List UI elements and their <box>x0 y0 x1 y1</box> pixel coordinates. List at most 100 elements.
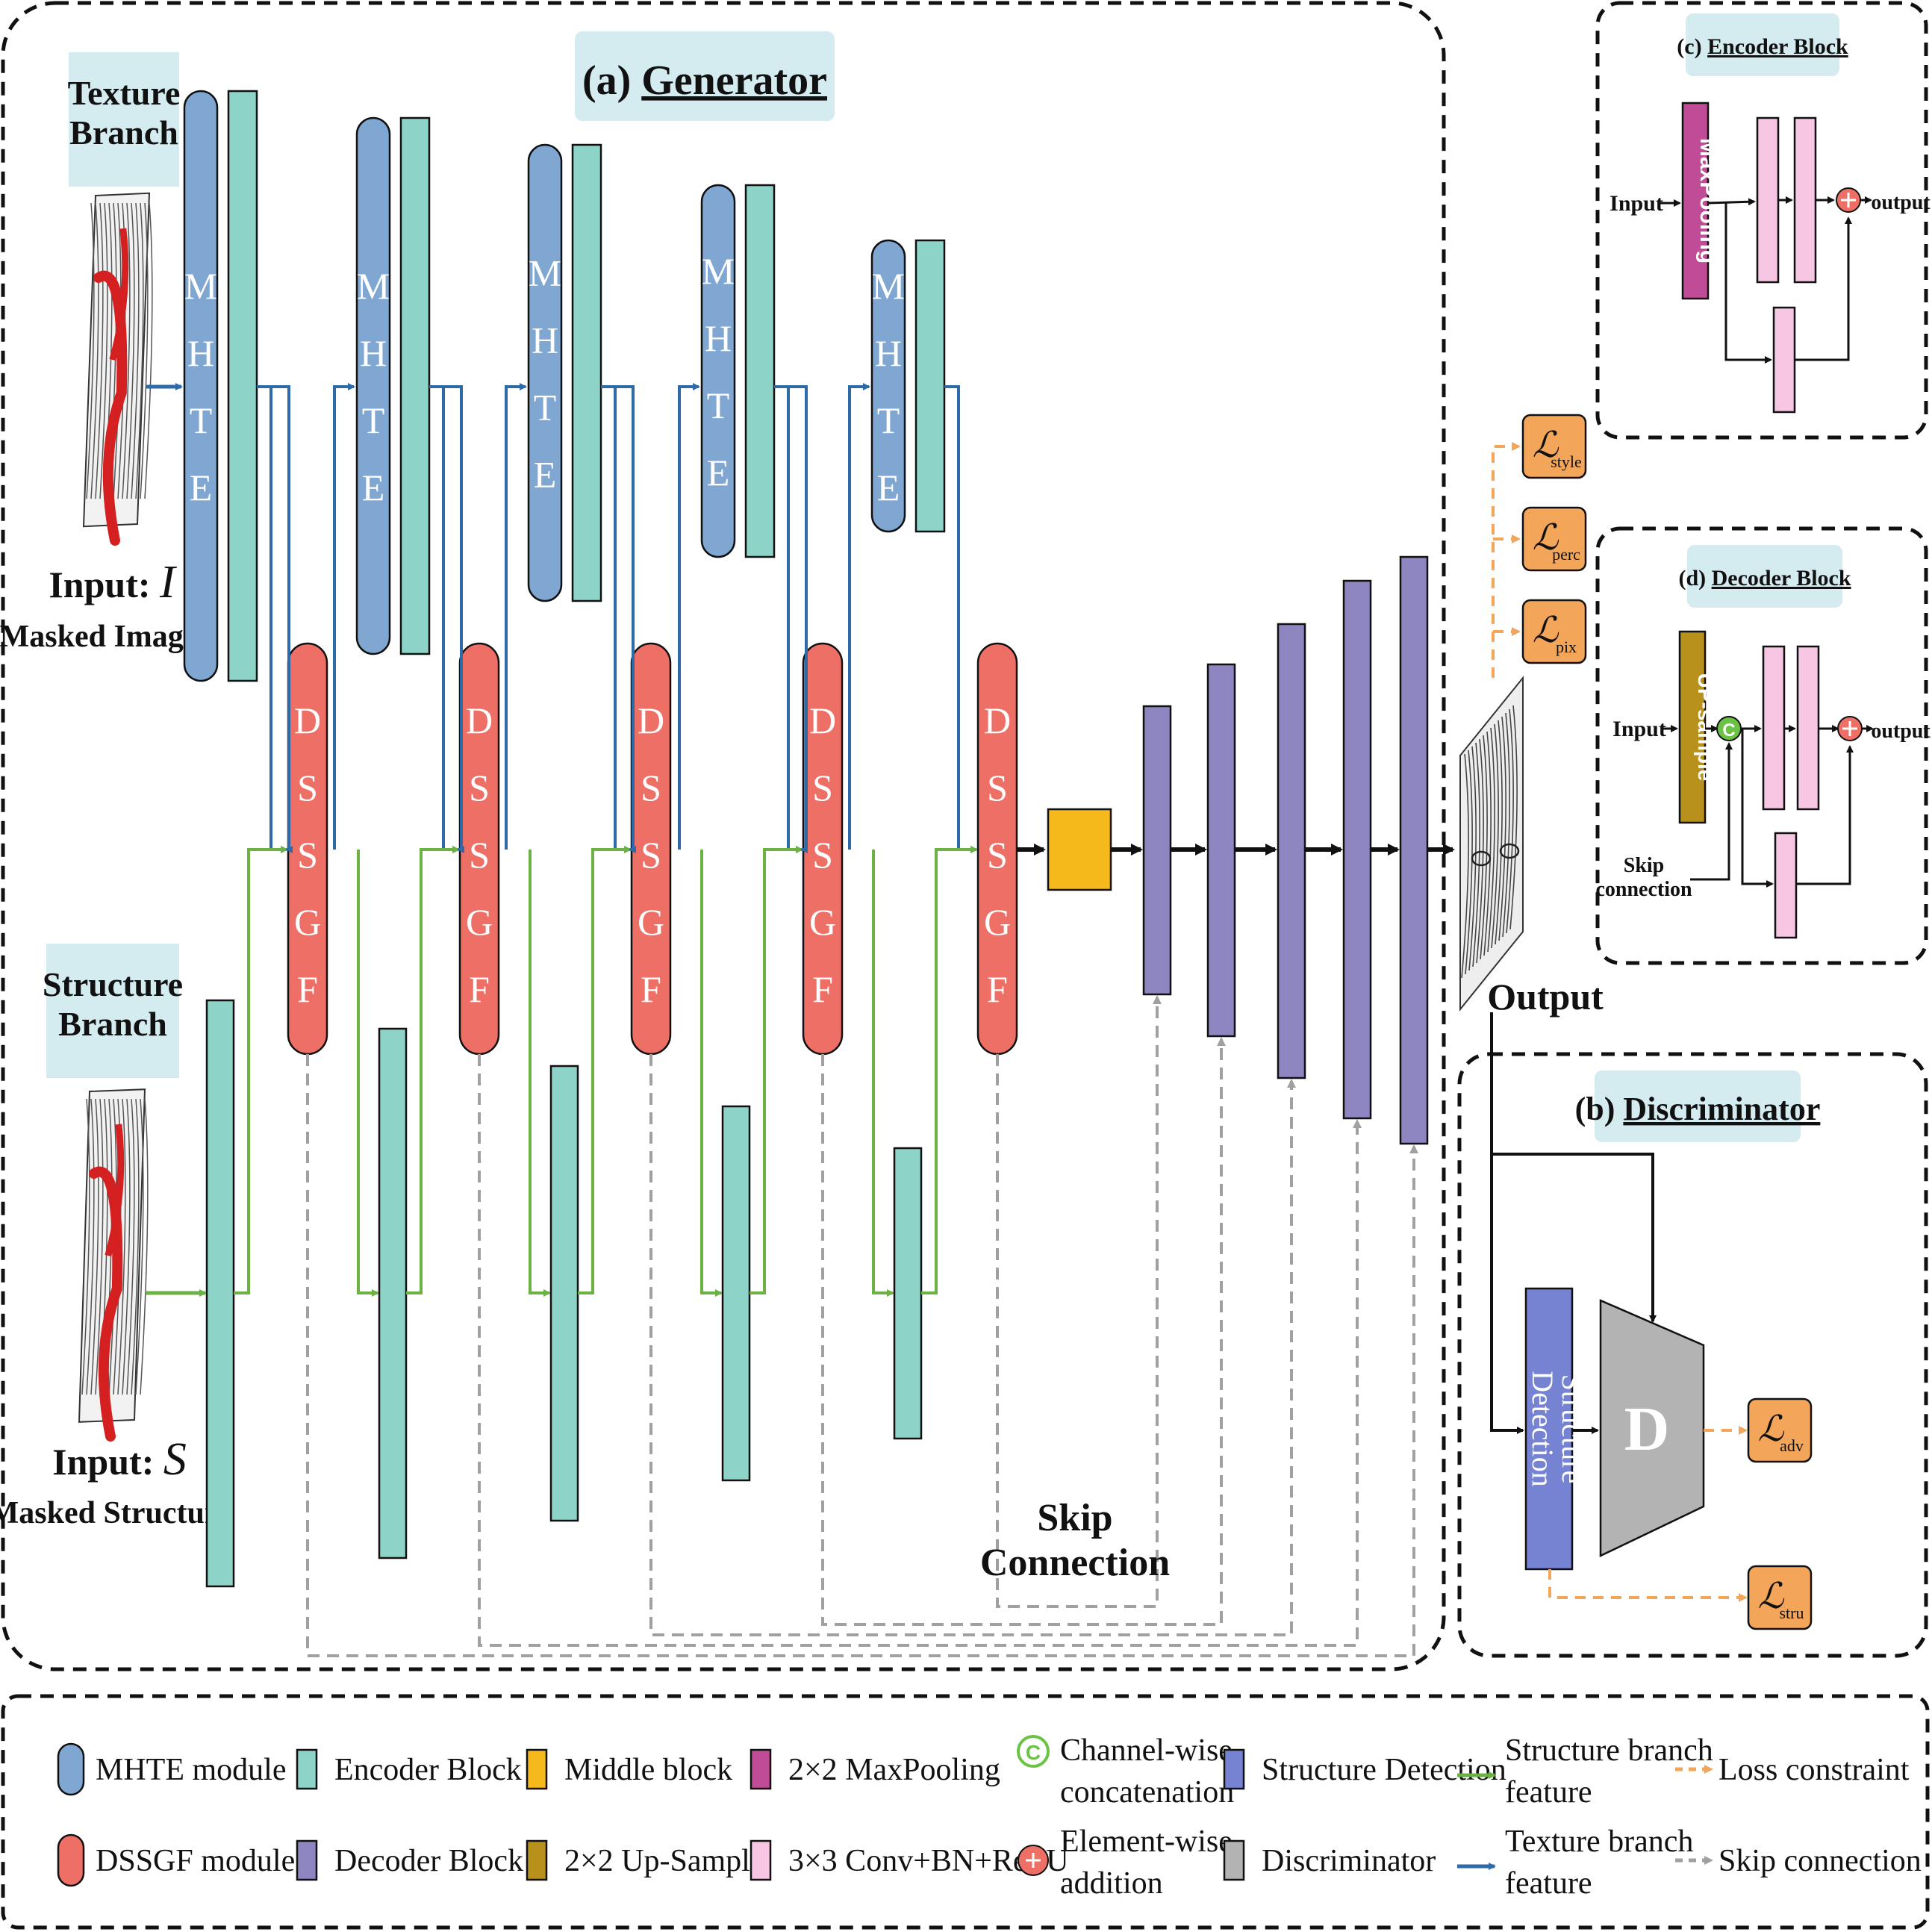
texture-feature-line <box>615 385 636 853</box>
encoder-flow <box>1707 198 1756 206</box>
legend-swatch-sd <box>1223 1748 1245 1790</box>
discriminator-title: (b) Discriminator <box>1575 1091 1821 1127</box>
label-line: Connection <box>980 1542 1170 1584</box>
input-masked-structure-hair <box>126 1098 135 1395</box>
dssgf-label-letter: S <box>469 767 490 808</box>
output-hair <box>1461 753 1469 979</box>
legend-swatch-disc <box>1223 1839 1245 1881</box>
encoder-residual <box>1795 216 1852 361</box>
legend-concat-letter: C <box>1026 1741 1041 1764</box>
texture-to-dssgf-line <box>257 385 288 853</box>
decoder-residual <box>1741 729 1774 888</box>
input-masked-image-hair <box>140 202 149 499</box>
input-masked-image-hair <box>144 202 153 499</box>
mhte-label-letter: H <box>532 320 558 361</box>
dssgf-label-letter: S <box>987 834 1008 876</box>
loss-constraint-line <box>1492 442 1521 678</box>
loss-stru <box>1747 1565 1813 1630</box>
input-masked-image-mask2 <box>109 228 129 361</box>
output-hair <box>1483 731 1492 956</box>
decoder-block-title-prefix: (d) <box>1678 566 1711 590</box>
dssgf-label-letter: G <box>466 901 493 943</box>
dssgf-label-letter: S <box>812 834 833 876</box>
loss-perc-subscript: perc <box>1552 545 1580 564</box>
mhte-module <box>700 184 736 558</box>
input-masked-image-hair <box>135 202 144 499</box>
dssgf-label-letter: G <box>294 901 321 943</box>
structure-to-dssgf-line <box>406 846 460 1294</box>
label-line: connection <box>1595 878 1692 901</box>
input-masked-image-hair <box>122 202 131 499</box>
output-hair <box>1480 735 1488 960</box>
input-masked-image-hair <box>86 202 95 499</box>
dssgf-label-letter: F <box>641 968 661 1010</box>
input-masked-structure-mask <box>89 1166 123 1442</box>
loss-stru-symbol: ℒ <box>1758 1577 1785 1616</box>
input-masked-image <box>82 192 153 546</box>
encoder-block-texture <box>227 90 258 682</box>
mhte-label-letter: M <box>702 250 735 292</box>
mhte-label-letter: E <box>534 454 557 496</box>
legend-concat-icon <box>1017 1735 1050 1768</box>
input-masked-structure-mask2 <box>105 1124 125 1257</box>
loss-style <box>1521 414 1587 479</box>
generator-panel <box>1 1 1446 1671</box>
loss-stru-subscript: stru <box>1780 1604 1804 1622</box>
input-masked-image-hair <box>131 202 140 499</box>
output-hair <box>1487 727 1495 953</box>
input-masked-structure-hair <box>117 1098 126 1395</box>
legend-swatch-conv <box>750 1839 772 1881</box>
legend-swatch-mhte <box>57 1742 85 1796</box>
encoder-block-structure <box>721 1105 751 1482</box>
encoder-residual <box>1724 202 1772 364</box>
legend-swatch-middle <box>526 1748 548 1790</box>
structure-next-line <box>700 850 723 1297</box>
input-masked-image-hair <box>90 202 99 499</box>
legend-label-line: addition <box>1060 1866 1163 1901</box>
generator-title: (a) Generator <box>582 57 827 104</box>
discriminator-d-label: D <box>1624 1395 1670 1464</box>
decoder-block <box>1342 579 1372 1120</box>
texture-branch-box <box>69 52 179 187</box>
dssgf-label-letter: G <box>984 901 1011 943</box>
conv-layer <box>1762 645 1786 811</box>
encoder-block-title-text: Encoder Block <box>1707 34 1848 59</box>
decoder-block-panel <box>1595 526 1928 965</box>
maxpool-layer <box>1681 102 1710 300</box>
structure-to-dssgf-line <box>750 846 803 1294</box>
output-hair <box>1498 716 1506 941</box>
legend-label-sd: Structure Detection <box>1262 1753 1506 1787</box>
decoder-skip-line <box>1690 742 1733 881</box>
input-i-caption: Masked Image <box>0 620 197 654</box>
encoder-block-structure <box>893 1147 923 1440</box>
mhte-label-letter: E <box>190 467 213 508</box>
dssgf-label-letter: S <box>469 834 490 876</box>
discriminator-title-text: Discriminator <box>1623 1091 1820 1127</box>
loss-style-subscript: style <box>1551 452 1582 471</box>
generator-title-prefix: (a) <box>582 57 641 104</box>
output-hair <box>1502 712 1510 938</box>
loss-adv <box>1747 1397 1813 1463</box>
output-eye <box>1471 850 1492 867</box>
discriminator-block <box>1599 1299 1705 1557</box>
dssgf-label-letter: D <box>638 699 664 741</box>
conv-layer <box>1793 116 1817 284</box>
discriminator-panel <box>1457 1052 1928 1658</box>
input-masked-structure <box>78 1088 149 1442</box>
output-eye <box>1499 843 1520 859</box>
legend-panel <box>1 1694 1930 1930</box>
texture-to-dssgf-line <box>601 385 632 853</box>
texture-next-line <box>848 383 870 850</box>
loss-pix-subscript: pix <box>1556 638 1577 656</box>
decoder-residual <box>1796 745 1854 885</box>
mhte-label-letter: H <box>360 332 387 374</box>
mhte-label-letter: M <box>184 265 217 307</box>
decoder-block <box>1277 623 1306 1079</box>
legend-swatch-maxpool <box>750 1748 772 1790</box>
legend-label-mhte: MHTE module <box>96 1753 286 1787</box>
dssgf-label-letter: S <box>812 767 833 808</box>
